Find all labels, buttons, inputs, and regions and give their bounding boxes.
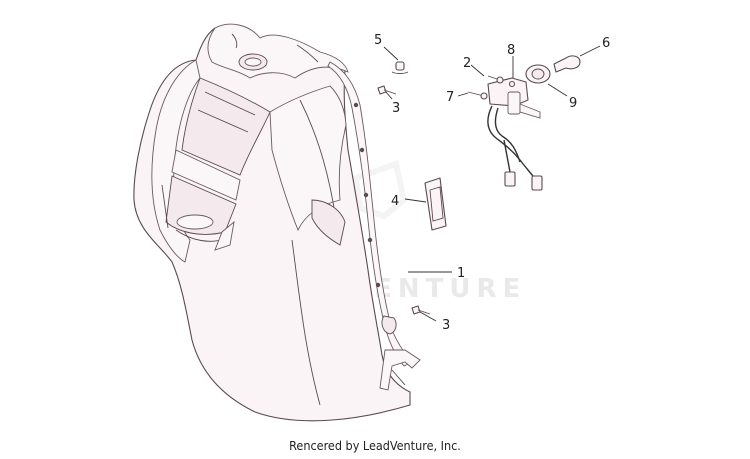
screw-part-5	[391, 61, 409, 74]
callout-4: 4	[391, 194, 399, 209]
callout-7: 7	[446, 90, 454, 105]
callout-5: 5	[374, 33, 382, 48]
leg-shield-part	[133, 23, 421, 422]
callout-8: 8	[507, 43, 515, 58]
callout-3-lower: 3	[442, 318, 450, 333]
callout-9: 9	[569, 96, 577, 111]
callout-2: 2	[463, 56, 471, 71]
callout-3-upper: 3	[392, 101, 400, 116]
watermark-logo	[352, 160, 408, 220]
plate-part-4	[424, 177, 447, 231]
footer-credit: Rencered by LeadVenture, Inc.	[289, 438, 461, 453]
leader-lines	[383, 45, 601, 322]
callout-1: 1	[457, 266, 465, 281]
ignition-switch-assembly	[467, 55, 581, 191]
callout-6: 6	[602, 36, 610, 51]
